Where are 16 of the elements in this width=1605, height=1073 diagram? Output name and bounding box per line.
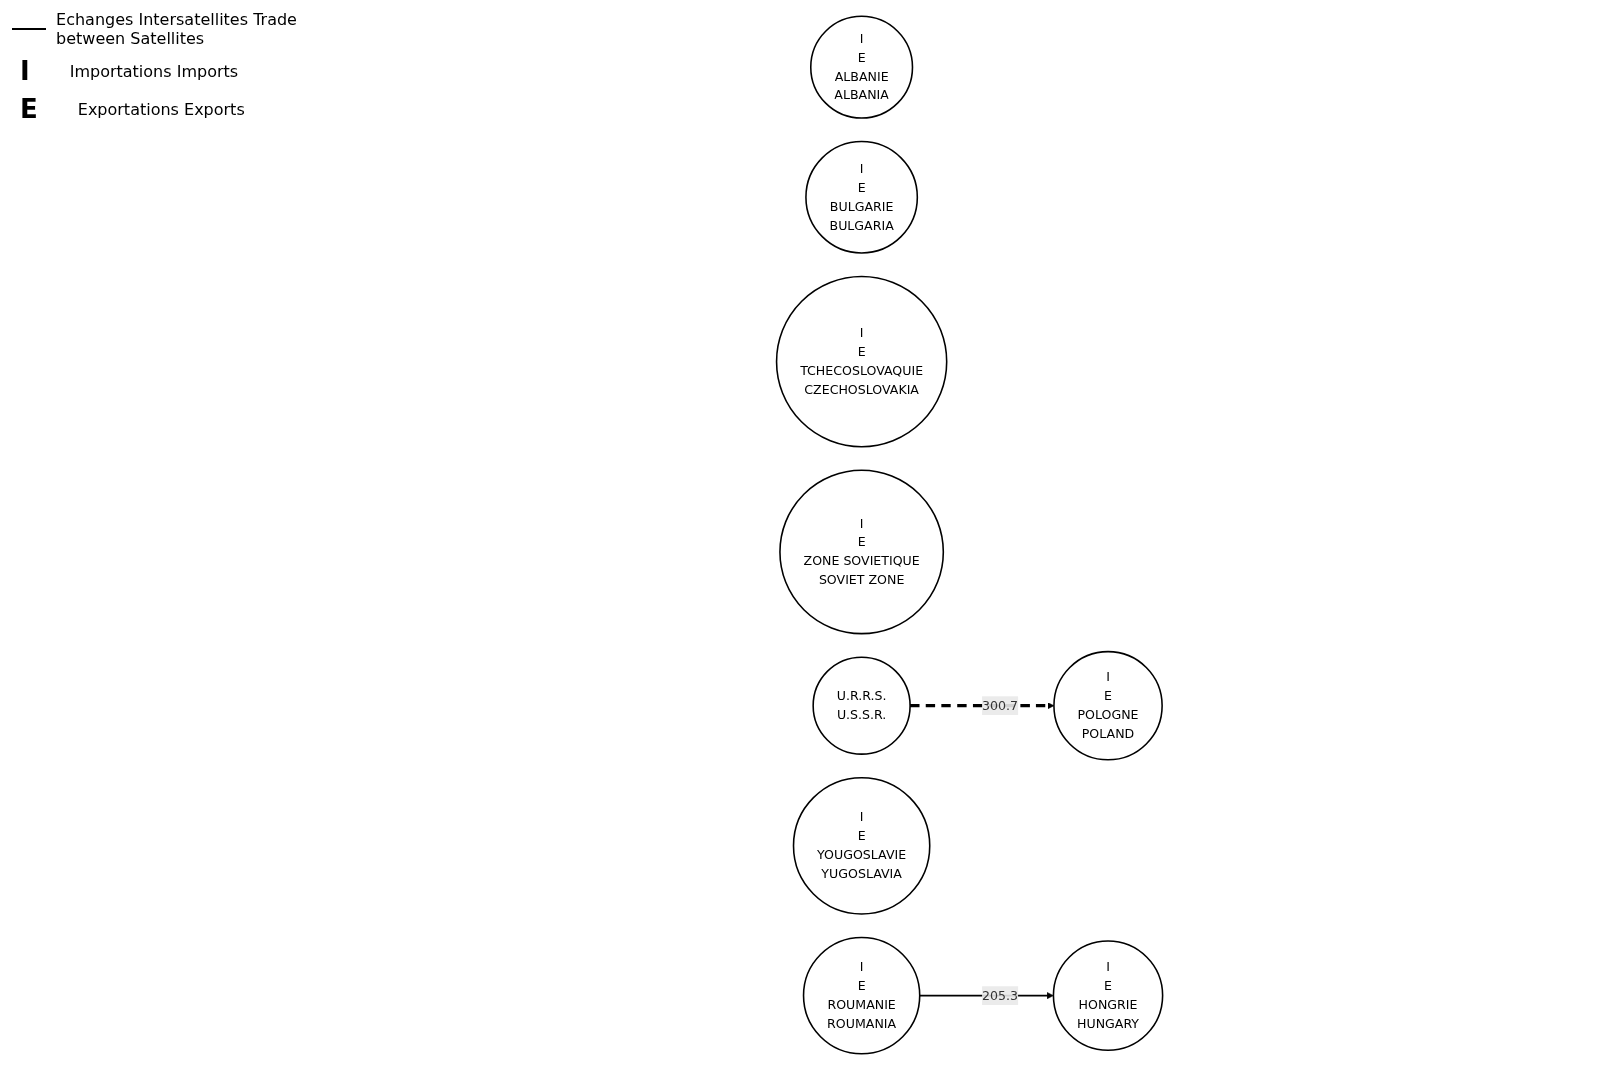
legend-symbol: I (20, 56, 30, 86)
node-circle: I E ALBANIE ALBANIA (810, 15, 914, 119)
legend-symbol: E (20, 94, 38, 124)
legend-text: Importations Imports (69, 61, 239, 81)
legend-text: Exportations Exports (77, 99, 245, 119)
edge-label: 205.3 (982, 987, 1019, 1003)
legend-text: Echanges Intersatellites Trade between Satellites (56, 10, 298, 48)
edge-label: 300.7 (982, 697, 1019, 713)
node-circle: I E YOUGOSLAVIE YUGOSLAVIA (793, 776, 931, 915)
node-circle: I E ROUMANIE ROUMANIA (803, 936, 921, 1055)
node-circle: I E TCHECOSLOVAQUIE CZECHOSLOVAKIA (776, 275, 948, 448)
node-circle: I E ZONE SOVIETIQUE SOVIET ZONE (779, 469, 945, 635)
node-circle: I E POLOGNE POLAND (1053, 650, 1164, 761)
node-circle: U.R.R.S. U.S.S.R. (812, 656, 912, 755)
node-circle: I E BULGARIE BULGARIA (805, 140, 919, 254)
node-circle: I E HONGRIE HUNGARY (1053, 940, 1164, 1051)
